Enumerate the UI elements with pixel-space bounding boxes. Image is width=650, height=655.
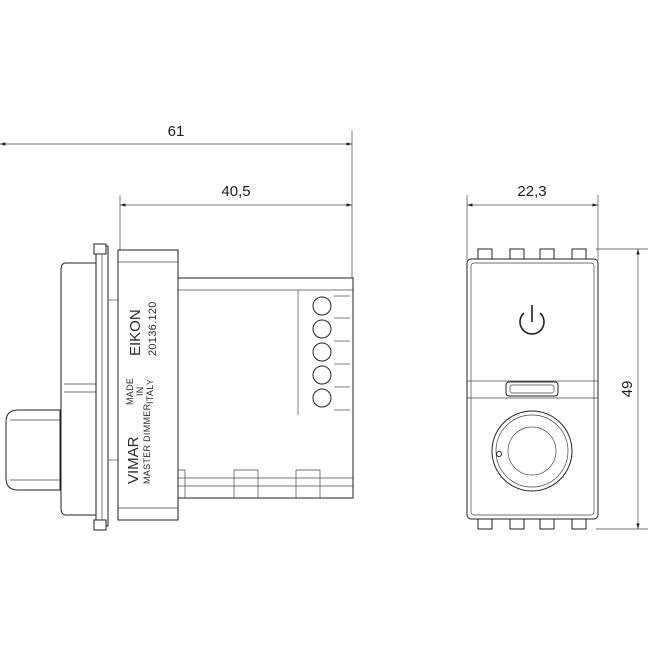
side-view: VIMAR MASTER DIMMER MADE IN ITALY EIKON … xyxy=(5,243,354,531)
label-code: 20136.120 xyxy=(147,301,159,356)
dimension-front-width-label: 22,3 xyxy=(517,183,546,200)
dimension-overall-depth: 61 xyxy=(0,123,353,278)
power-icon xyxy=(519,305,545,335)
label-origin-2: IN xyxy=(135,386,145,396)
label-product-line: EIKON xyxy=(127,309,144,356)
dimension-front-height: 49 xyxy=(596,248,648,530)
label-origin-1: MADE xyxy=(125,378,135,405)
front-view xyxy=(466,248,599,530)
label-product-name: MASTER DIMMER xyxy=(142,403,152,484)
dimension-front-width: 22,3 xyxy=(466,183,599,260)
dimension-body-depth: 40,5 xyxy=(119,183,352,250)
dimension-front-height-label: 49 xyxy=(619,381,636,398)
terminal-block xyxy=(312,295,350,411)
dimension-body-depth-label: 40,5 xyxy=(221,183,250,200)
rotary-knob-icon xyxy=(491,410,573,492)
label-brand: VIMAR xyxy=(125,436,142,484)
label-origin-3: ITALY xyxy=(145,379,155,404)
dimension-overall-depth-label: 61 xyxy=(168,123,185,140)
